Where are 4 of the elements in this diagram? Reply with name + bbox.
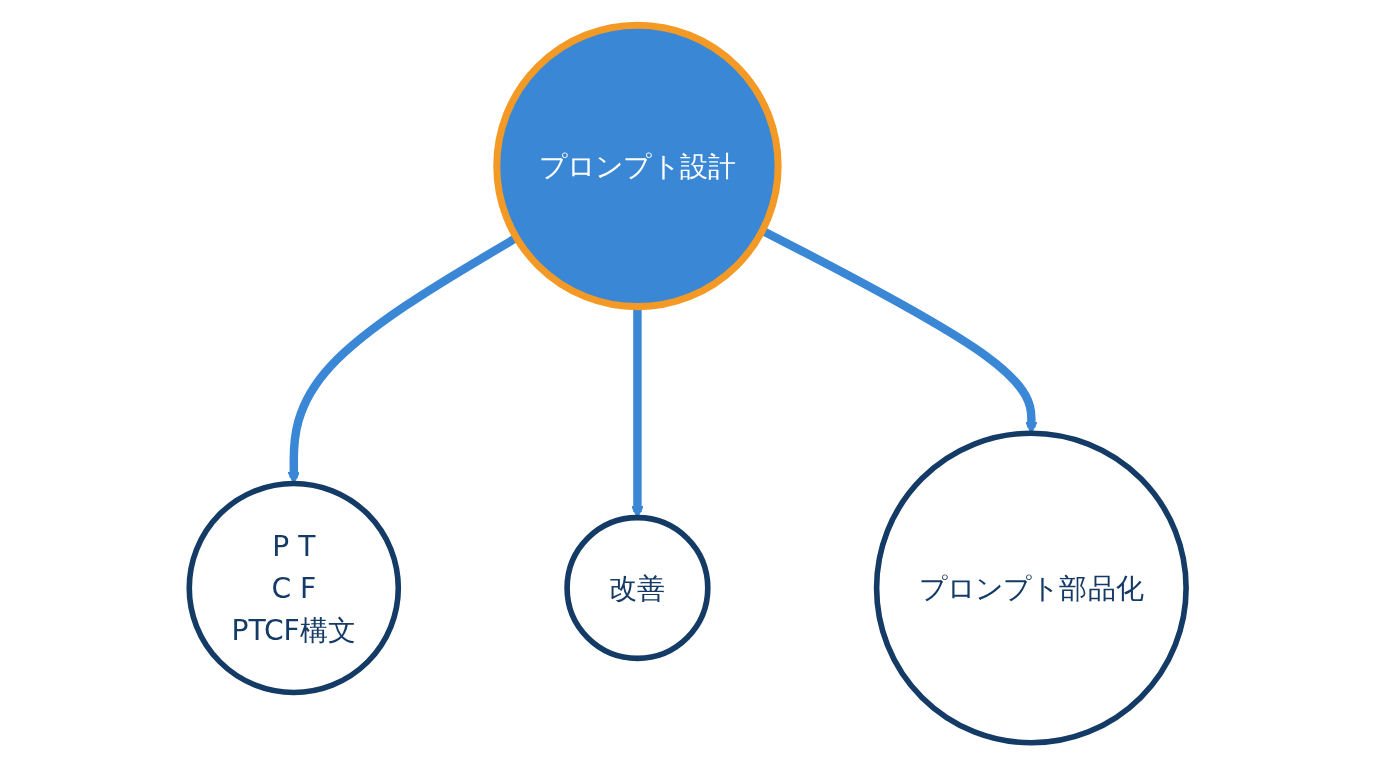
node-circle: P T C F PTCF構文 <box>186 480 402 696</box>
node-circle: プロンプト設計 <box>493 21 782 311</box>
node-circle: プロンプト部品化 <box>874 430 1190 746</box>
node-circle: 改善 <box>564 514 711 662</box>
